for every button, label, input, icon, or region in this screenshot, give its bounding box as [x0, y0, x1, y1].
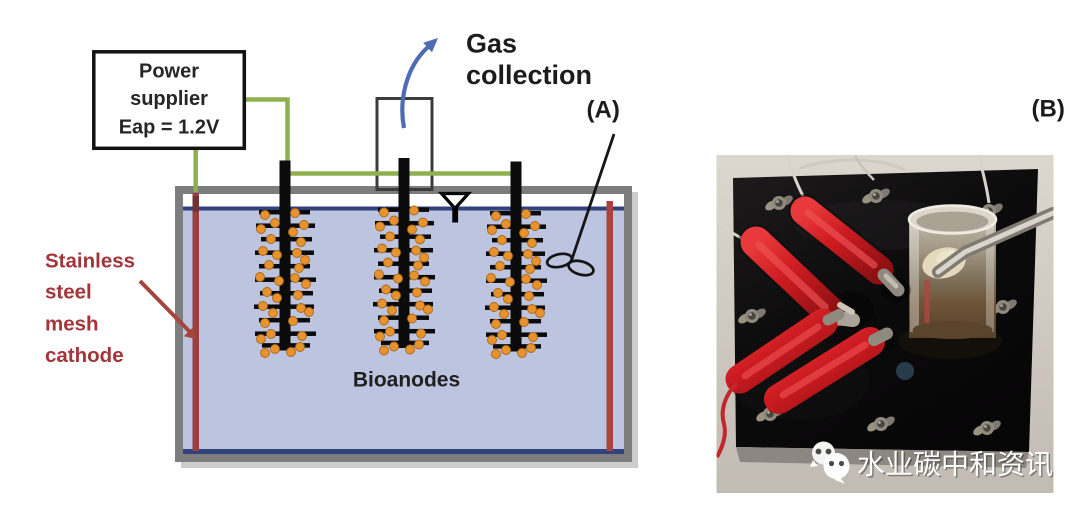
svg-text:cathode: cathode	[45, 344, 124, 367]
svg-text:collection: collection	[466, 60, 592, 90]
svg-text:Bioanodes: Bioanodes	[353, 369, 460, 392]
svg-text:supplier: supplier	[130, 88, 208, 110]
svg-text:(A): (A)	[587, 97, 620, 124]
svg-text:mesh: mesh	[45, 312, 99, 335]
svg-text:Stainless: Stainless	[45, 249, 135, 272]
svg-text:steel: steel	[45, 281, 92, 304]
svg-text:(B): (B)	[1032, 96, 1065, 123]
svg-text:Power: Power	[139, 61, 199, 83]
svg-text:Gas: Gas	[466, 29, 517, 59]
svg-text:Eap = 1.2V: Eap = 1.2V	[119, 117, 220, 139]
